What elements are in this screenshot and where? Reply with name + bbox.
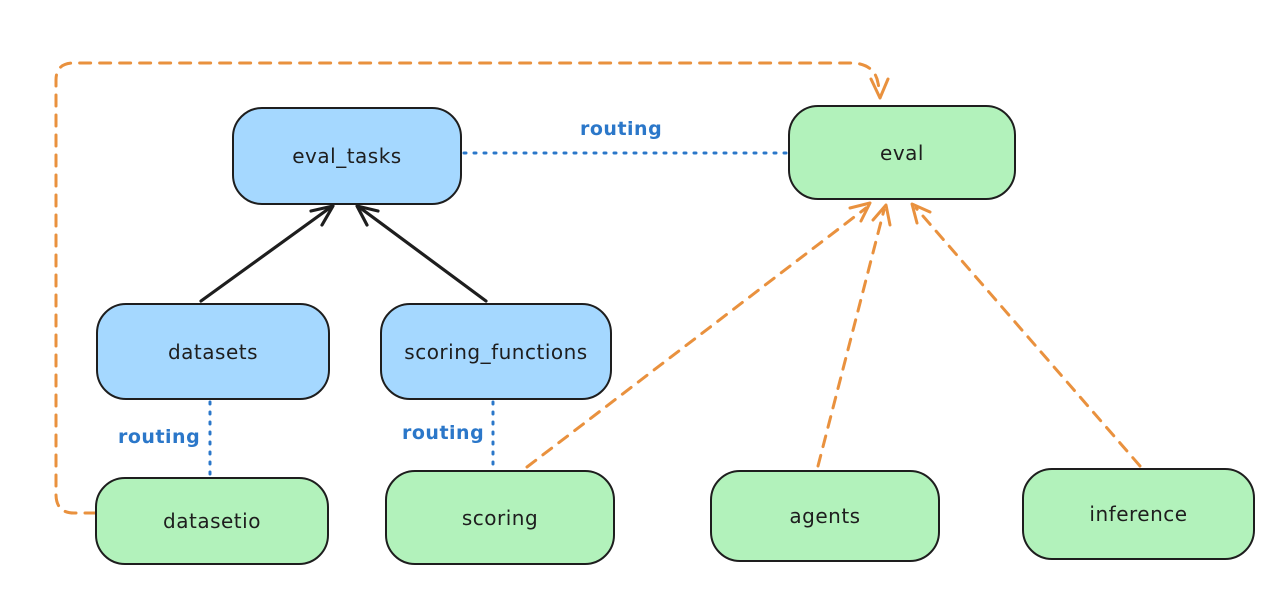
node-eval: eval [788, 105, 1016, 200]
node-agents-label: agents [789, 504, 861, 528]
node-datasetio-label: datasetio [163, 509, 261, 533]
edge-inference-to-eval-arrow [914, 206, 1142, 468]
node-datasetio: datasetio [95, 477, 329, 565]
node-eval-tasks-label: eval_tasks [292, 144, 402, 168]
edge-agents-to-eval-arrow [816, 208, 886, 468]
edge-scoring-to-eval-arrowhead [848, 201, 872, 223]
node-inference-label: inference [1089, 502, 1188, 526]
node-scoring-functions-label: scoring_functions [404, 339, 588, 364]
edge-agents-to-eval-arrowhead [871, 203, 892, 227]
node-scoring-label: scoring [461, 505, 539, 530]
edge-label-routing-datasets: routing [118, 426, 201, 448]
edge-inference-to-eval-arrowhead [910, 202, 932, 225]
edge-label-routing-top: routing [580, 118, 663, 140]
node-eval-tasks: eval_tasks [232, 107, 462, 205]
edge-scoring-functions-to-eval-tasks-arrowhead [355, 204, 380, 227]
node-eval-label: eval [880, 140, 924, 165]
edge-scoring-functions-to-eval-tasks-arrow [357, 205, 488, 303]
edge-datasets-to-eval-tasks-arrow [199, 205, 333, 303]
edge-scoring-to-eval-arrow [525, 206, 868, 469]
node-agents: agents [710, 470, 940, 562]
node-datasets: datasets [96, 303, 330, 400]
node-datasets-label: datasets [167, 339, 259, 364]
edge-label-routing-scoring: routing [402, 422, 485, 444]
edge-datasetio-to-eval-arrowhead [869, 77, 890, 100]
node-scoring: scoring [385, 470, 615, 565]
node-scoring-functions: scoring_functions [380, 303, 612, 400]
edge-datasets-to-eval-tasks-arrowhead [309, 204, 335, 227]
node-inference: inference [1022, 468, 1255, 560]
edge-datasetio-to-eval-loop [54, 61, 882, 515]
